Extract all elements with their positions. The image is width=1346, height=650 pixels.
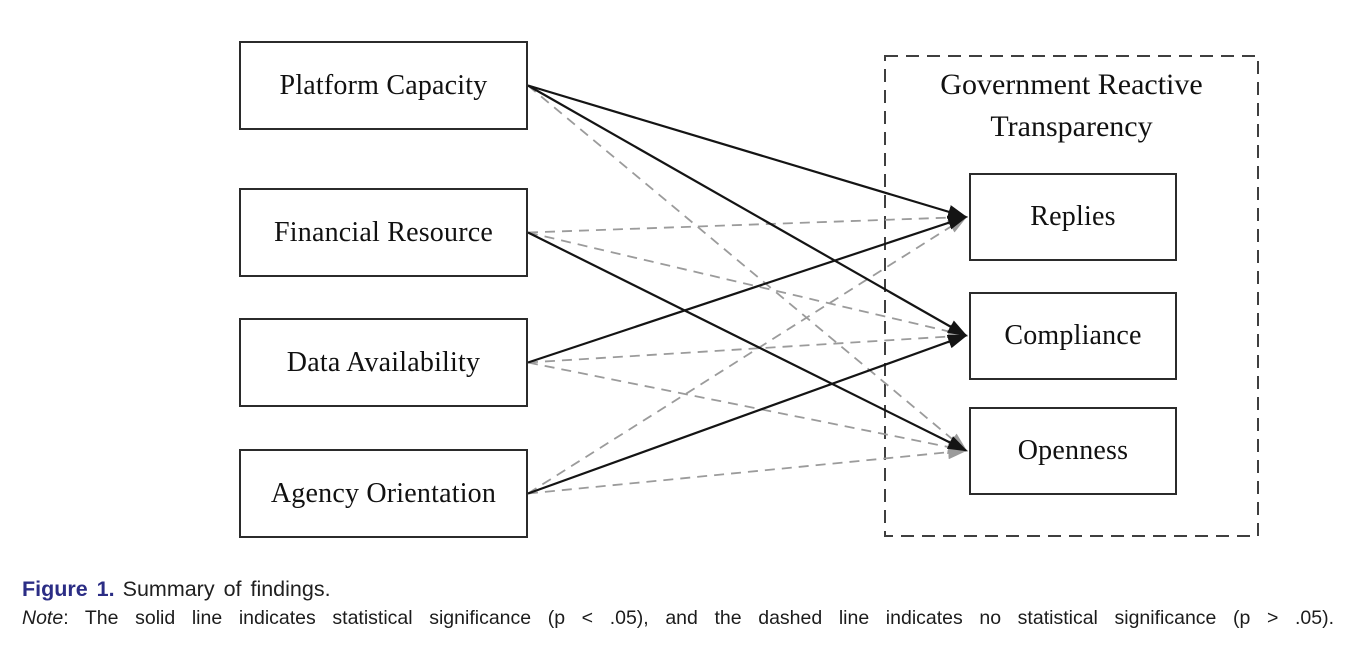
figure-note-label: Note <box>22 607 64 629</box>
group-title-line2: Transparency <box>990 110 1153 143</box>
figure-label: Figure 1. <box>22 577 115 601</box>
node-openness: Openness <box>969 407 1177 495</box>
group-dashed-border <box>884 55 1259 537</box>
edge-agency_orientation-replies-dashed <box>527 215 968 495</box>
edge-agency_orientation-compliance-solid <box>527 334 968 495</box>
edge-data_availability-replies-solid <box>527 215 968 364</box>
figure-caption-line: Figure 1. Summary of findings. <box>22 577 1334 602</box>
figure-note: Note: The solid line indicates statistic… <box>22 607 1334 630</box>
node-agency-orientation: Agency Orientation <box>239 449 528 538</box>
edge-data_availability-compliance-dashed <box>527 329 968 364</box>
edge-platform_capacity-replies-solid <box>527 84 968 219</box>
node-compliance: Compliance <box>969 292 1177 380</box>
node-data-availability: Data Availability <box>239 318 528 407</box>
figure-caption: Figure 1. Summary of findings. Note: The … <box>22 577 1334 630</box>
edge-financial_resource-openness-solid <box>527 231 968 452</box>
edge-financial_resource-replies-dashed <box>527 210 968 234</box>
figure-title: Summary of findings. <box>122 577 331 601</box>
group-title: Government Reactive Transparency <box>884 64 1259 148</box>
edge-data_availability-openness-dashed <box>527 361 968 454</box>
node-financial-resource: Financial Resource <box>239 188 528 277</box>
edge-platform_capacity-compliance-solid <box>527 84 968 337</box>
figure-note-text: : The solid line indicates statistical s… <box>63 607 1334 629</box>
node-platform-capacity: Platform Capacity <box>239 41 528 130</box>
group-title-line1: Government Reactive <box>940 68 1203 101</box>
edge-financial_resource-compliance-dashed <box>527 231 968 339</box>
edge-agency_orientation-openness-dashed <box>527 445 968 495</box>
node-replies: Replies <box>969 173 1177 261</box>
